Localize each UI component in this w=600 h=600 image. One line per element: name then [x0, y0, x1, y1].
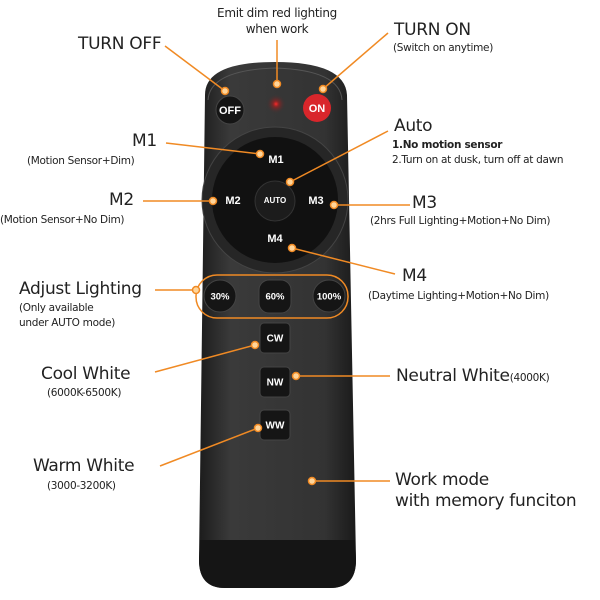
- callout-dots: [191, 79, 339, 486]
- m4-title: M4: [402, 266, 427, 286]
- nw-button[interactable]: [259, 366, 291, 398]
- m2-title: M2: [109, 190, 134, 210]
- emit-line2: when work: [245, 22, 309, 36]
- cw-label: CW: [267, 334, 284, 345]
- m3-button[interactable]: M3: [308, 195, 323, 207]
- work-mode-line1: Work mode: [395, 470, 489, 490]
- auto-button[interactable]: [254, 180, 296, 222]
- adjust-line1: (Only available: [19, 302, 94, 314]
- m4-button[interactable]: M4: [267, 233, 283, 245]
- auto-label: AUTO: [264, 196, 287, 205]
- auto-line2: 2.Turn on at dusk, turn off at dawn: [392, 154, 564, 166]
- on-button[interactable]: [303, 94, 331, 122]
- m4-sub: (Daytime Lighting+Motion+No Dim): [368, 290, 549, 302]
- neutral-white-label: Neutral White(4000K): [396, 366, 550, 386]
- neutral-white-title: Neutral White: [396, 366, 510, 386]
- auto-title: Auto: [394, 116, 433, 136]
- m3-sub: (2hrs Full Lighting+Motion+No Dim): [370, 215, 551, 227]
- p100-label: 100%: [317, 292, 342, 303]
- adjust-title: Adjust Lighting: [19, 279, 142, 299]
- m1-sub: (Motion Sensor+Dim): [27, 155, 135, 167]
- turn-on-title: TURN ON: [394, 20, 471, 40]
- p30-label: 30%: [210, 292, 230, 303]
- cw-button[interactable]: [259, 322, 291, 354]
- ww-label: WW: [266, 421, 285, 432]
- p60-label: 60%: [265, 292, 285, 303]
- cool-white-sub: (6000K-6500K): [47, 387, 122, 399]
- adjust-line2: under AUTO mode): [19, 317, 116, 329]
- warm-white-sub: (3000-3200K): [47, 480, 116, 492]
- work-mode-line2: with memory funciton: [395, 491, 577, 511]
- brightness-30-button[interactable]: [203, 279, 237, 313]
- m1-button[interactable]: M1: [268, 154, 283, 166]
- leader-lines: [143, 32, 410, 482]
- nw-label: NW: [267, 378, 284, 389]
- emit-line1: Emit dim red lighting: [217, 6, 337, 20]
- led-indicator: [266, 94, 286, 114]
- turn-off-title: TURN OFF: [78, 34, 162, 54]
- m2-sub: (Motion Sensor+No Dim): [0, 214, 125, 226]
- work-mode-label: Work mode with memory funciton: [395, 470, 577, 512]
- brightness-100-button[interactable]: [312, 279, 346, 313]
- off-button[interactable]: [215, 95, 245, 125]
- on-label: ON: [309, 103, 326, 115]
- emit-label: Emit dim red lighting when work: [204, 5, 350, 37]
- auto-line1: 1.No motion sensor: [392, 139, 503, 151]
- cool-white-title: Cool White: [41, 364, 131, 384]
- off-label: OFF: [219, 105, 241, 117]
- m2-button[interactable]: M2: [225, 195, 240, 207]
- warm-white-title: Warm White: [33, 456, 135, 476]
- m1-title: M1: [132, 131, 157, 151]
- turn-on-sub: (Switch on anytime): [393, 42, 493, 54]
- brightness-60-button[interactable]: [258, 279, 292, 314]
- neutral-white-sub: (4000K): [509, 372, 550, 384]
- m3-title: M3: [412, 193, 437, 213]
- adjust-highlight: [195, 274, 349, 319]
